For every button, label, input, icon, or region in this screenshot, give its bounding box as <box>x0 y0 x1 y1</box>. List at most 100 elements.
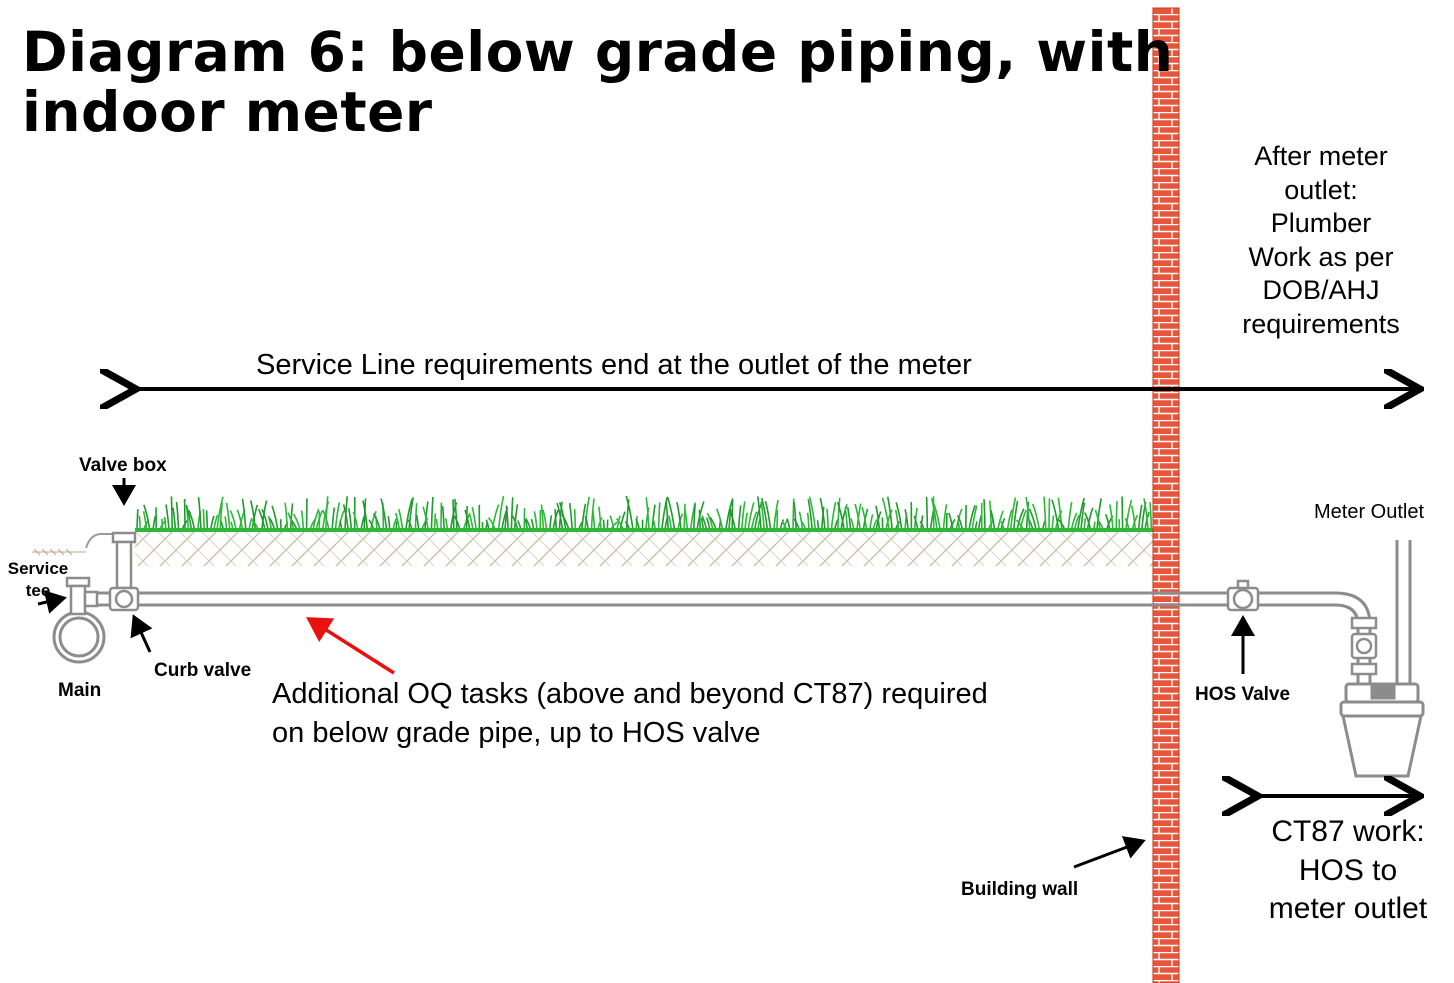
grass-blade <box>798 511 804 531</box>
grass-blade <box>657 502 661 531</box>
grass-blade <box>558 502 567 531</box>
grass-blade <box>300 510 305 531</box>
grass-blade <box>1109 504 1114 531</box>
grass-blade <box>362 500 369 531</box>
grass-blade <box>821 506 825 531</box>
grass-blade <box>886 496 893 531</box>
grass-blade <box>756 496 762 531</box>
grass-blade <box>152 515 157 531</box>
grass-blade <box>387 516 391 531</box>
grass-blade <box>764 500 772 531</box>
grass-blade <box>861 507 868 531</box>
oq-tasks-pointer <box>306 617 395 675</box>
grass-blade <box>1048 498 1051 531</box>
grass-blade <box>1096 498 1102 531</box>
grass-blade <box>216 496 224 531</box>
grass-blade <box>1067 501 1073 531</box>
grass-blade <box>895 502 903 531</box>
grass-blade <box>683 507 689 531</box>
ct87-work-label: CT87 work: HOS to meter outlet <box>1252 813 1444 929</box>
grass-blade <box>441 506 445 531</box>
building-wall <box>1152 7 1180 983</box>
grass-blade <box>348 508 353 531</box>
grass <box>136 495 1153 531</box>
grass-blade <box>1028 508 1037 531</box>
grass-blade <box>540 504 545 531</box>
grass-blade <box>651 504 656 531</box>
after-meter-line: After meter <box>1254 141 1388 171</box>
grass-blade <box>792 498 795 531</box>
grass-blade <box>666 497 676 531</box>
grass-blade <box>202 509 205 531</box>
grass-blade <box>185 504 193 531</box>
grass-blade <box>747 502 755 531</box>
grass-blade <box>1031 503 1041 531</box>
main-pipe <box>52 610 106 664</box>
grass-blade <box>836 502 845 531</box>
grass-blade <box>549 515 553 531</box>
meter-outlet-label: Meter Outlet <box>1314 501 1425 523</box>
service-tee <box>65 576 99 616</box>
grass-blade <box>415 514 420 531</box>
grass-blade <box>988 500 993 531</box>
grass-blade <box>312 508 320 531</box>
grass-blade <box>497 495 505 531</box>
after-meter-line: outlet: <box>1284 174 1358 205</box>
grass-blade <box>471 506 477 531</box>
title-line-2: indoor meter <box>22 80 433 144</box>
grass-blade <box>837 497 841 531</box>
after-meter-line: DOB/AHJ <box>1262 275 1380 306</box>
grass-blade <box>676 502 682 531</box>
grass-blade <box>331 507 336 531</box>
oq-tasks-label: Additional OQ tasks (above and beyond CT… <box>272 675 988 753</box>
grass-blade <box>881 497 890 531</box>
curb-valve-label: Curb valve <box>154 660 252 681</box>
service-line-label: Service Line requirements end at the out… <box>256 349 972 381</box>
grass-blade <box>737 505 742 531</box>
grass-blade <box>741 501 746 531</box>
grass-blade <box>271 505 279 531</box>
grass-blade <box>661 496 669 531</box>
building-wall-label: Building wall <box>961 879 1079 900</box>
grass-blade <box>143 504 151 531</box>
grass-blade <box>433 513 437 531</box>
grass-blade <box>1149 502 1153 531</box>
grass-blade <box>1125 499 1133 531</box>
service-tee-line: Service <box>7 559 69 578</box>
grass-blade <box>334 502 341 531</box>
hos-valve <box>1226 579 1260 612</box>
grass-blade <box>773 499 779 531</box>
grass-blade <box>249 500 257 531</box>
grass-blade <box>971 505 978 531</box>
soil-band <box>135 532 1153 566</box>
grass-blade <box>826 508 829 531</box>
grass-blade <box>744 512 748 531</box>
grass-blade <box>1137 504 1143 531</box>
grass-blade <box>665 501 669 531</box>
grass-blade <box>491 504 500 531</box>
grass-blade <box>728 508 732 531</box>
grass-blade <box>513 504 519 531</box>
grass-blade <box>645 507 650 531</box>
service-pipe <box>96 591 1335 607</box>
grass-blade <box>1086 507 1094 531</box>
grass-blade <box>533 511 538 531</box>
grass-blade <box>380 498 388 531</box>
grass-blade <box>510 497 514 531</box>
grass-blade <box>175 501 180 531</box>
main-label: Main <box>58 680 102 701</box>
grass-blade <box>257 508 266 531</box>
grass-blade <box>753 503 763 531</box>
grass-blade <box>197 497 202 531</box>
grass-blade <box>869 514 874 531</box>
grass-blade <box>1080 502 1086 531</box>
grass-blade <box>725 499 733 531</box>
grass-blade <box>229 510 237 531</box>
grass-blade <box>261 508 269 531</box>
ct87-work-line: CT87 work: <box>1271 815 1425 848</box>
grass-blade <box>556 502 564 531</box>
grass-blade <box>904 509 909 531</box>
meter-outlet-pipes <box>1395 540 1412 688</box>
grass-blade <box>165 504 170 531</box>
grass-blade <box>554 509 557 531</box>
